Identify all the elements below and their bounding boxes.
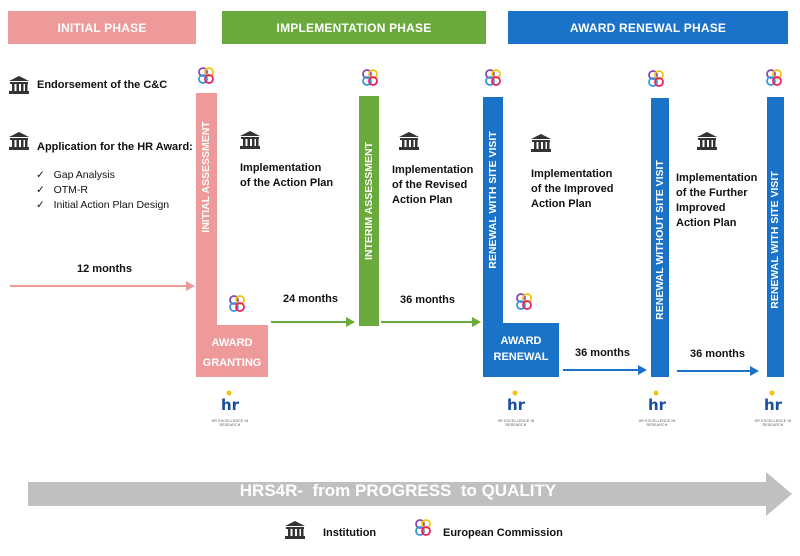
checklist-item: ✓ OTM-R [36,184,88,196]
european-commission-rings-icon [362,69,378,86]
duration-36-months: 36 months [690,348,746,360]
institution-building-icon [8,75,30,100]
duration-12-months: 12 months [77,263,133,275]
institution-building-icon [398,131,420,156]
check-icon: ✓ [36,199,45,211]
phase-initial: INITIAL PHASE [8,11,196,44]
arrow-36-months [677,366,759,376]
european-commission-rings-icon [766,69,782,86]
phase-implementation: IMPLEMENTATION PHASE [222,11,486,44]
svg-text:hr: hr [507,396,526,414]
application-label: Application for the HR Award: [37,141,193,153]
renewal-without-visit-label: RENEWAL WITHOUT SITE VISIT [654,160,666,320]
hr-excellence-logo: hr HR EXCELLENCE IN RESEARCH [637,390,677,427]
european-commission-rings-icon [485,69,501,86]
hr-excellence-logo: hr HR EXCELLENCE IN RESEARCH [210,390,250,427]
duration-36-months: 36 months [400,294,456,306]
arrow-36-months [381,317,481,327]
interim-assessment-label: INTERIM ASSESSMENT [363,141,375,261]
european-commission-rings-icon [516,293,532,310]
institution-building-icon [696,131,718,156]
endorsement-label: Endorsement of the C&C [37,79,168,91]
step-implementation-improved: Implementation of the Improved Action Pl… [531,168,614,210]
duration-36-months: 36 months [575,347,631,359]
check-icon: ✓ [36,169,45,181]
interim-assessment-bar [359,96,379,326]
step-implementation-further: Implementation of the Further Improved A… [676,172,758,229]
renewal-without-visit-bar [651,98,669,377]
legend-commission-label: European Commission [443,527,563,539]
hr-excellence-logo: hr HR EXCELLENCE IN RESEARCH [496,390,536,427]
legend-institution-label: Institution [323,527,377,539]
progress-to-quality-label: HRS4R- from PROGRESS to QUALITY [239,481,557,500]
institution-building-icon [8,131,30,156]
award-granting-box [196,325,268,377]
phase-award-renewal: AWARD RENEWAL PHASE [508,11,788,44]
svg-text:hr: hr [764,396,783,414]
european-commission-rings-icon [229,295,245,312]
progress-to-quality-arrow [28,472,792,516]
institution-building-icon [530,133,552,158]
european-commission-rings-icon [648,70,664,87]
renewal-with-visit-label: RENEWAL WITH SITE VISIT [769,171,781,309]
duration-24-months: 24 months [283,293,339,305]
initial-assessment-bar [196,93,217,377]
institution-building-icon [239,130,261,155]
svg-text:hr: hr [221,396,240,414]
award-renewal-box [483,323,559,377]
award-renewal-label: AWARD RENEWAL [493,335,549,363]
european-commission-rings-icon [198,67,214,84]
institution-building-icon [284,520,306,545]
arrow-36-months [563,365,647,375]
arrow-24-months [271,317,355,327]
svg-text:hr: hr [648,396,667,414]
initial-assessment-label: INITIAL ASSESSMENT [200,121,212,233]
renewal-with-visit-label: RENEWAL WITH SITE VISIT [487,131,499,269]
step-implementation-revised: Implementation of the Revised Action Pla… [392,164,474,206]
checklist-item: ✓ Initial Action Plan Design [36,199,170,211]
renewal-with-visit-bar [767,97,784,377]
award-granting-label: AWARD GRANTING [202,337,262,369]
arrow-12-months [10,281,195,291]
european-commission-rings-icon [415,519,431,536]
step-implementation-action-plan: Implementation of the Action Plan [240,162,334,189]
check-icon: ✓ [36,184,45,196]
hr-excellence-logo: hr HR EXCELLENCE IN RESEARCH [753,390,793,427]
checklist-item: ✓ Gap Analysis [36,169,115,181]
renewal-with-visit-bar [483,97,503,377]
